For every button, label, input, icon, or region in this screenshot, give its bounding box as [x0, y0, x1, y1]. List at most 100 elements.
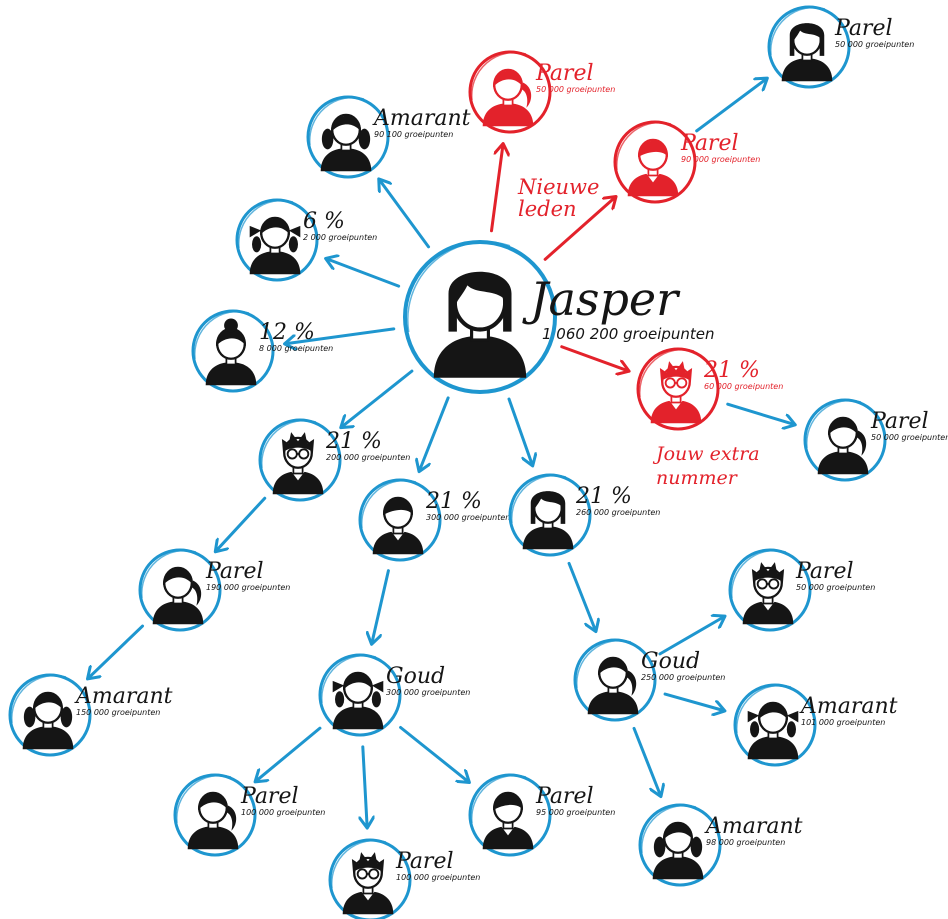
member-points: 50 000 groeipunten [871, 433, 948, 442]
arrow-pct-21-c-to-gold-right [567, 561, 595, 629]
member-title: Amarant [74, 684, 173, 709]
arrow-center-to-pct-21-c [507, 397, 532, 464]
connections [89, 79, 793, 826]
member-points: 50 000 groeipunten [796, 583, 875, 592]
member-title: 21 % [425, 489, 482, 514]
member-points: 8 000 groeipunten [259, 344, 333, 353]
boy-spiky-glasses-avatar-icon [650, 361, 702, 424]
member-title: Parel [795, 559, 854, 584]
member-title: Parel [834, 16, 893, 41]
member-title: 21 % [703, 358, 760, 383]
arrow-center-to-amaranth-top [380, 181, 431, 249]
arrow-center-to-pct-21-b [420, 396, 450, 470]
member-points: 2 000 groeipunten [303, 233, 377, 242]
arrow-center-to-pct-12 [286, 327, 396, 344]
member-title: Parel [535, 61, 594, 86]
boy-spiky-glasses-avatar-icon [272, 432, 324, 495]
member-title: Parel [535, 784, 594, 809]
note-new-line: Nieuwe [517, 175, 599, 199]
girl-pigtails-avatar-icon [22, 691, 74, 750]
arrow-center-to-pct-21-a [342, 369, 414, 426]
member-title: Amarant [704, 814, 803, 839]
member-points: 300 000 groeipunten [426, 513, 510, 522]
girl-pigtails-avatar-icon [652, 821, 704, 880]
member-title: Goud [641, 649, 700, 674]
member-node-pct-21-red[interactable]: 21 %60 000 groeipunten [636, 347, 783, 431]
member-node-pct-21-c[interactable]: 21 %260 000 groeipunten [508, 473, 660, 557]
boy-short-avatar-icon [482, 791, 534, 850]
girl-bun-avatar-icon [205, 318, 257, 386]
member-points: 190 000 groeipunten [206, 583, 290, 592]
member-node-pct-21-b[interactable]: 21 %300 000 groeipunten [358, 478, 510, 562]
member-title: Jasper [522, 272, 681, 326]
member-title: Parel [395, 849, 454, 874]
member-points: 200 000 groeipunten [326, 453, 410, 462]
member-title: Parel [240, 784, 299, 809]
girl-ponytail-avatar-icon [817, 416, 869, 475]
note-extra-line: nummer [656, 467, 739, 489]
girl-short-hair-avatar-icon [433, 271, 527, 378]
member-title: Amarant [799, 694, 898, 719]
boy-short-avatar-icon [372, 496, 424, 555]
girl-ponytail-avatar-icon [152, 566, 204, 625]
arrow-pearl-red-mid-to-pearl-topright [695, 79, 766, 133]
arrow-pct-21-red-to-pearl-right [726, 402, 794, 424]
boy-short-avatar-icon [627, 138, 679, 197]
member-points: 60 000 groeipunten [704, 382, 783, 391]
arrow-gold-right-to-pearl-right-low [658, 617, 723, 656]
member-title: 6 % [303, 209, 345, 234]
member-node-pct-21-a[interactable]: 21 %200 000 groeipunten [258, 418, 410, 502]
member-node-pct-12[interactable]: 12 %8 000 groeipunten [191, 309, 333, 393]
girl-pigtails-avatar-icon [320, 113, 372, 172]
arrow-gold-mid-to-pearl-bottom [363, 745, 367, 826]
boy-spiky-glasses-avatar-icon [342, 852, 394, 915]
member-points: 95 000 groeipunten [536, 808, 615, 817]
member-points: 98 000 groeipunten [706, 838, 785, 847]
member-points: 150 000 groeipunten [76, 708, 160, 717]
girl-ponytail-avatar-icon [587, 656, 639, 715]
member-title: 21 % [575, 484, 632, 509]
member-title: Parel [680, 131, 739, 156]
note-new-line: leden [518, 197, 577, 221]
girl-ponytail-avatar-icon [187, 791, 239, 850]
arrow-center-to-pct-6 [327, 259, 401, 288]
arrow-gold-mid-to-pearl-bottom-mid [399, 725, 468, 781]
member-points: 101 000 groeipunten [801, 718, 885, 727]
member-points: 300 000 groeipunten [386, 688, 470, 697]
member-points: 90 100 groeipunten [374, 130, 453, 139]
note-extra-line: Jouw extra [652, 443, 760, 465]
arrow-pct-21-a-to-pearl-left [217, 496, 267, 550]
girl-short-hair-avatar-icon [522, 491, 574, 550]
arrow-center-to-pearl-red-mid [543, 198, 614, 261]
member-title: Goud [386, 664, 445, 689]
member-points: 100 000 groeipunten [396, 873, 480, 882]
member-title: 21 % [325, 429, 382, 454]
member-title: Amarant [372, 106, 471, 131]
member-points: 50 000 groeipunten [536, 85, 615, 94]
arrow-gold-right-to-amaranth-right [663, 692, 723, 710]
member-node-pct-6[interactable]: 6 %2 000 groeipunten [235, 198, 377, 282]
member-points: 260 000 groeipunten [576, 508, 660, 517]
member-points: 50 000 groeipunten [835, 40, 914, 49]
member-points: 250 000 groeipunten [641, 673, 725, 682]
arrow-gold-mid-to-pearl-bottom-left [257, 726, 322, 780]
